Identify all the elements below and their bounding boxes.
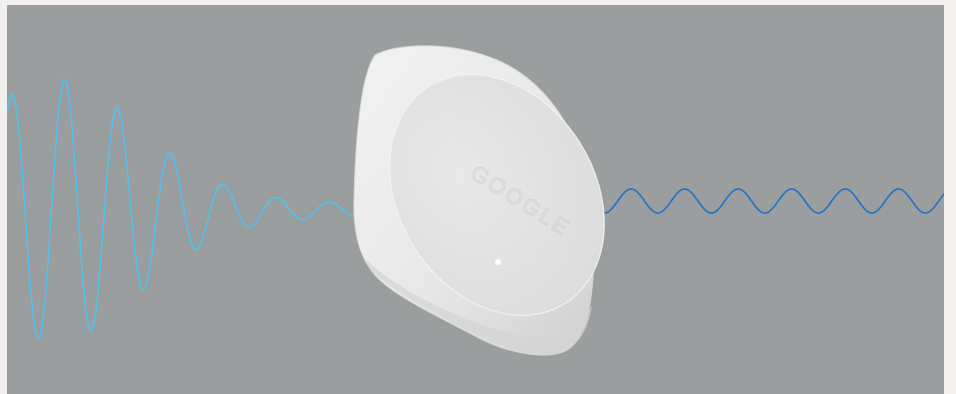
smart-speaker-device-icon: GOOGLE xyxy=(346,35,648,356)
chaotic-sound-wave-icon xyxy=(7,79,357,338)
illustration-canvas: GOOGLE xyxy=(7,5,944,394)
image-frame: GOOGLE xyxy=(7,5,944,394)
steady-sound-wave-icon xyxy=(591,189,944,213)
status-led xyxy=(495,259,501,265)
